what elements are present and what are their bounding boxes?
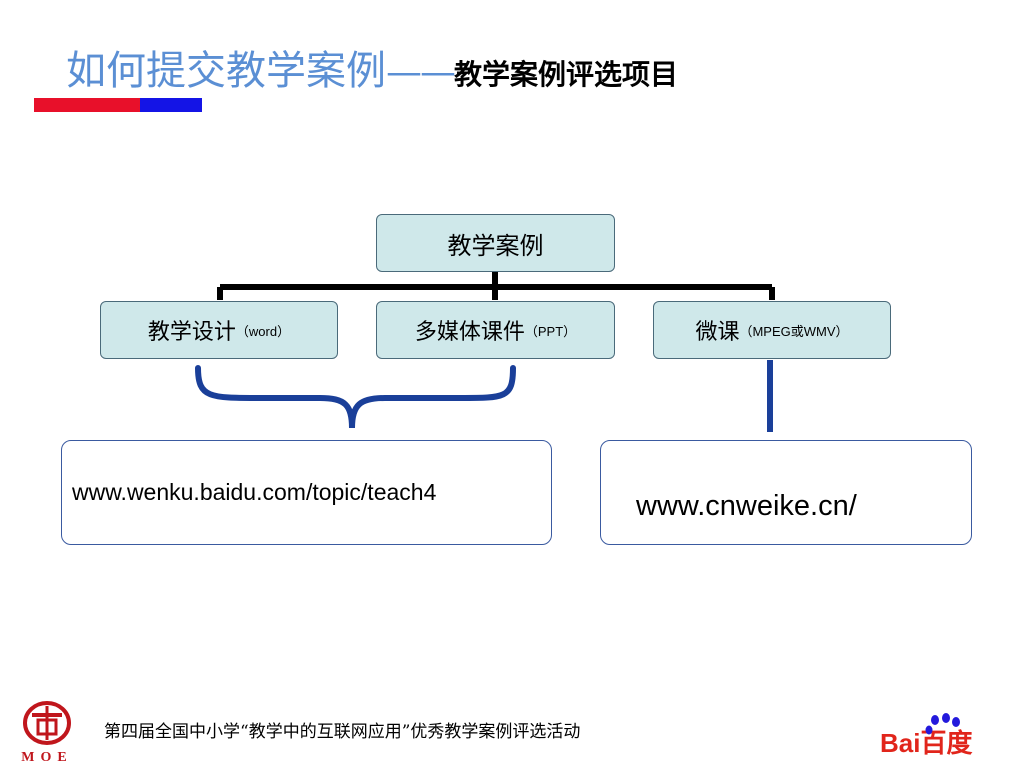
footer-text: 第四届全国中小学“教学中的互联网应用”优秀教学案例评选活动: [104, 722, 581, 742]
accent-bar-blue: [140, 98, 202, 112]
moe-logo-text: MOE: [21, 750, 72, 764]
node-micro-lesson-note: （MPEG或WMV）: [739, 323, 849, 339]
baidu-logo-text: Bai百度: [880, 728, 972, 758]
node-teaching-design: 教学设计（word）: [100, 301, 338, 359]
moe-logo-ring: [23, 701, 71, 745]
node-teaching-design-label: 教学设计: [147, 320, 236, 345]
node-multimedia: 多媒体课件（PPT）: [376, 301, 615, 359]
node-teaching-design-note: （word）: [235, 323, 291, 339]
title-main: 如何提交教学案例: [66, 48, 386, 94]
node-micro-lesson: 微课（MPEG或WMV）: [653, 301, 891, 359]
node-multimedia-label: 多媒体课件: [414, 320, 525, 345]
url-box-left[interactable]: www.wenku.baidu.com/topic/teach4: [61, 440, 552, 545]
curly-brace-icon: [195, 365, 516, 429]
accent-bar-red: [34, 98, 140, 112]
baidu-logo: Bai百度: [880, 713, 972, 758]
url-left-text[interactable]: www.wenku.baidu.com/topic/teach4: [72, 479, 437, 505]
title-dash: ——: [386, 52, 456, 93]
node-multimedia-note: （PPT）: [524, 323, 577, 339]
node-root-label: 教学案例: [447, 231, 544, 260]
url-right-text[interactable]: www.cnweike.cn/: [636, 490, 857, 522]
baidu-paw-icon: [925, 713, 960, 735]
node-micro-lesson-label: 微课: [695, 320, 740, 345]
tree-lines: [217, 272, 775, 300]
moe-logo: MOE: [21, 701, 72, 764]
url-box-right[interactable]: www.cnweike.cn/: [600, 440, 972, 545]
title-sub: 教学案例评选项目: [454, 58, 679, 91]
node-root: 教学案例: [376, 214, 615, 272]
page-title: 如何提交教学案例——教学案例评选项目: [66, 38, 678, 96]
